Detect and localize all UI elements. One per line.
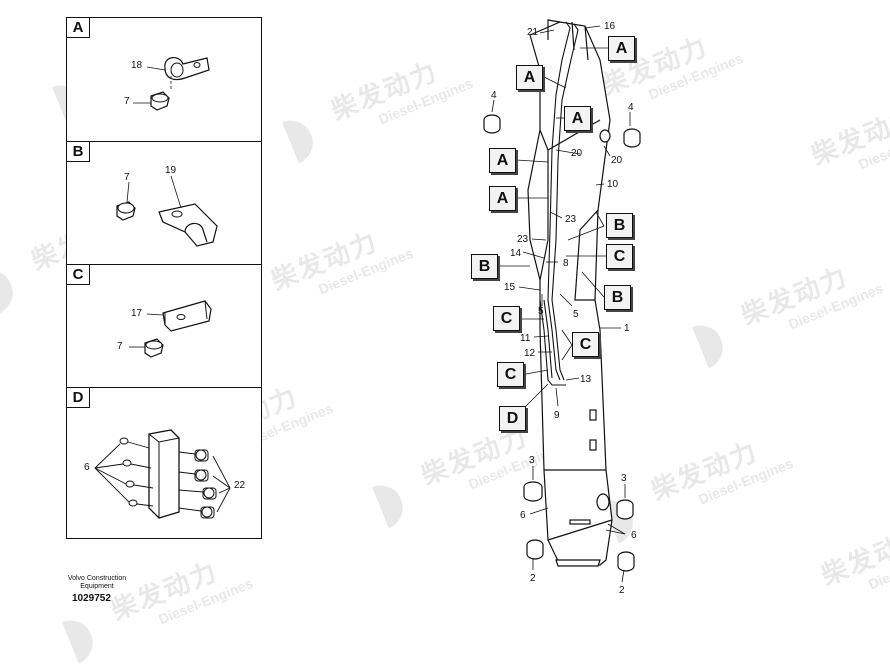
callout-b: B (471, 254, 498, 279)
callout-a: A (608, 36, 635, 61)
part-label: 5 (573, 309, 579, 320)
part-label: 5 (538, 306, 544, 317)
part-label: 7 (124, 96, 130, 107)
part-label: 6 (84, 462, 90, 473)
part-label: 17 (131, 308, 143, 319)
part-label: 2 (530, 573, 536, 584)
part-label: 20 (571, 148, 583, 159)
detail-panel-a: A 18 7 (66, 17, 262, 142)
callout-c: C (493, 306, 520, 331)
panel-letter: B (67, 142, 90, 162)
part-label: 3 (529, 455, 535, 466)
part-label: 3 (621, 473, 627, 484)
panel-letter: D (67, 388, 90, 408)
part-label: 15 (504, 282, 516, 293)
callout-a: A (489, 148, 516, 173)
callout-a: A (489, 186, 516, 211)
part-label: 11 (520, 333, 531, 344)
callout-a: A (564, 106, 591, 131)
part-label: 19 (165, 165, 177, 176)
part-label: 23 (565, 214, 577, 225)
part-label: 4 (491, 90, 497, 101)
callout-b: B (604, 285, 631, 310)
part-label: 1 (624, 323, 630, 334)
detail-panel-d: D 6 22 (66, 387, 262, 539)
part-label: 20 (611, 155, 623, 166)
part-label: 8 (563, 258, 569, 269)
part-label: 7 (117, 341, 123, 352)
clamp-illustration (116, 175, 218, 247)
part-label: 16 (604, 21, 616, 32)
part-label: 18 (131, 60, 143, 71)
part-label: 4 (628, 102, 634, 113)
callout-d: D (499, 406, 526, 431)
clamp-illustration (133, 57, 210, 111)
part-label: 23 (517, 234, 529, 245)
part-label: 6 (631, 530, 637, 541)
part-label: 22 (234, 480, 246, 491)
part-label: 7 (124, 172, 130, 183)
manufacturer-line-2: Equipment (80, 583, 114, 590)
part-label: 21 (527, 27, 539, 38)
boom-assembly-drawing: 21 16 4 4 20 20 10 23 23 14 8 15 5 5 1 1… (483, 19, 641, 596)
clamp-illustration (129, 300, 212, 358)
part-label: 12 (524, 348, 536, 359)
part-label: 10 (607, 179, 619, 190)
callout-c: C (572, 332, 599, 357)
part-label: 2 (619, 585, 625, 596)
part-label: 13 (580, 374, 592, 385)
panel-letter: C (67, 265, 90, 285)
callout-c: C (497, 362, 524, 387)
part-label: 6 (520, 510, 526, 521)
part-label: 9 (554, 410, 560, 421)
panel-letter: A (67, 18, 90, 38)
callout-b: B (606, 213, 633, 238)
part-label: 14 (510, 248, 522, 259)
manufacturer-line-1: Volvo Construction (67, 575, 127, 582)
callout-c: C (606, 244, 633, 269)
connector-block-illustration (94, 429, 231, 519)
manufacturer-caption: Volvo Construction Equipment (66, 575, 128, 591)
detail-panel-b: B 7 19 (66, 141, 262, 265)
callout-a: A (516, 65, 543, 90)
part-number: 1029752 (72, 593, 111, 604)
